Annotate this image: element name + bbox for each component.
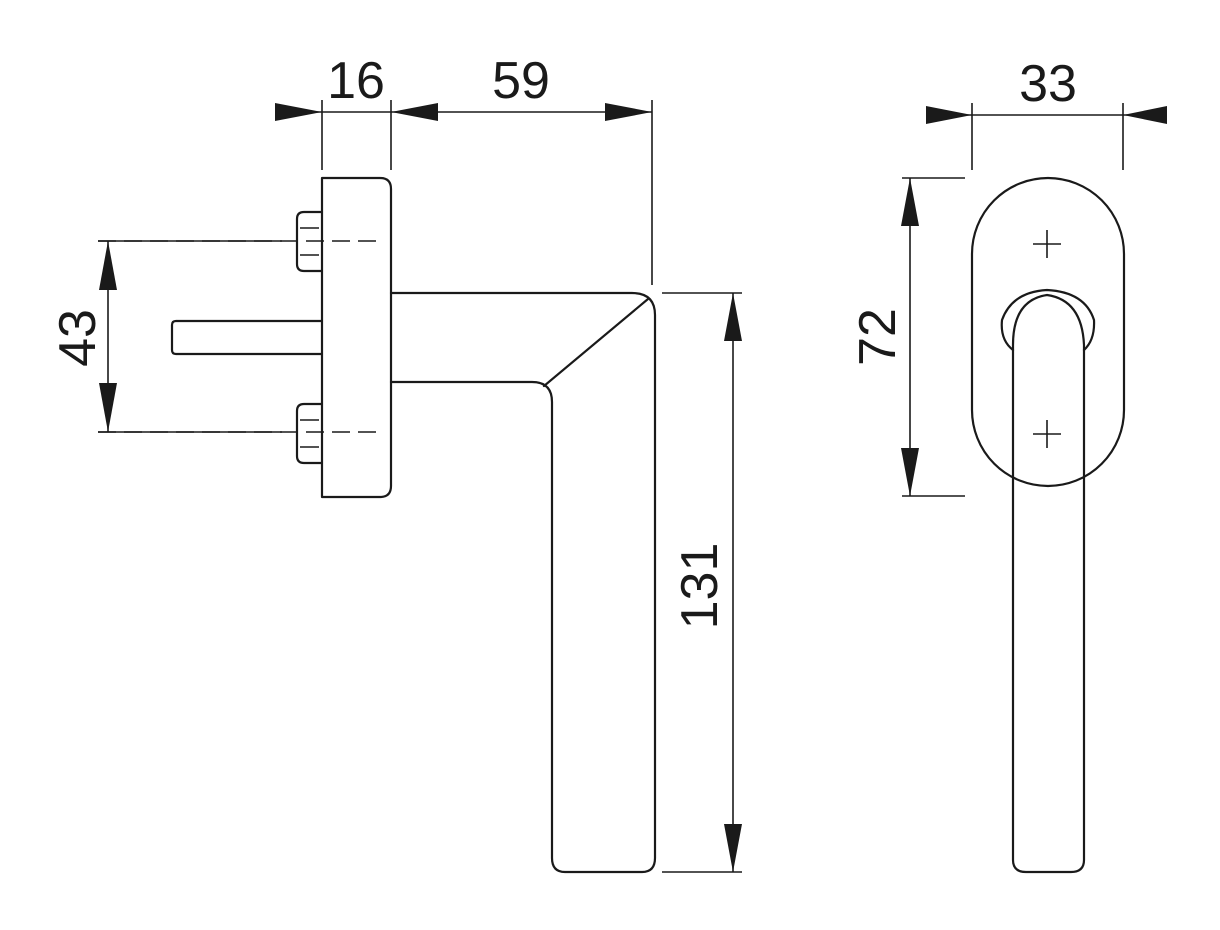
spindle xyxy=(170,319,324,356)
dim-handle-length: 131 xyxy=(671,543,729,630)
screw-mark-top xyxy=(1033,230,1061,258)
screw-head-bottom xyxy=(295,402,324,465)
dim-rose-height: 72 xyxy=(849,308,907,366)
rose-plate-front xyxy=(970,176,1126,488)
lever-handle-front xyxy=(1011,293,1086,874)
dim-handle-projection: 59 xyxy=(492,52,550,110)
dim-rose-width: 33 xyxy=(1019,55,1077,113)
front-view: 33 72 xyxy=(849,55,1167,874)
dim-screw-spacing: 43 xyxy=(49,309,107,367)
lever-handle-side xyxy=(389,291,657,874)
dim-rose-depth: 16 xyxy=(327,52,385,110)
screw-mark-bottom xyxy=(1033,420,1061,448)
side-view: 16 59 43 131 xyxy=(49,52,742,874)
handle-bevel-line xyxy=(542,297,650,388)
rose-plate-side xyxy=(320,176,393,499)
